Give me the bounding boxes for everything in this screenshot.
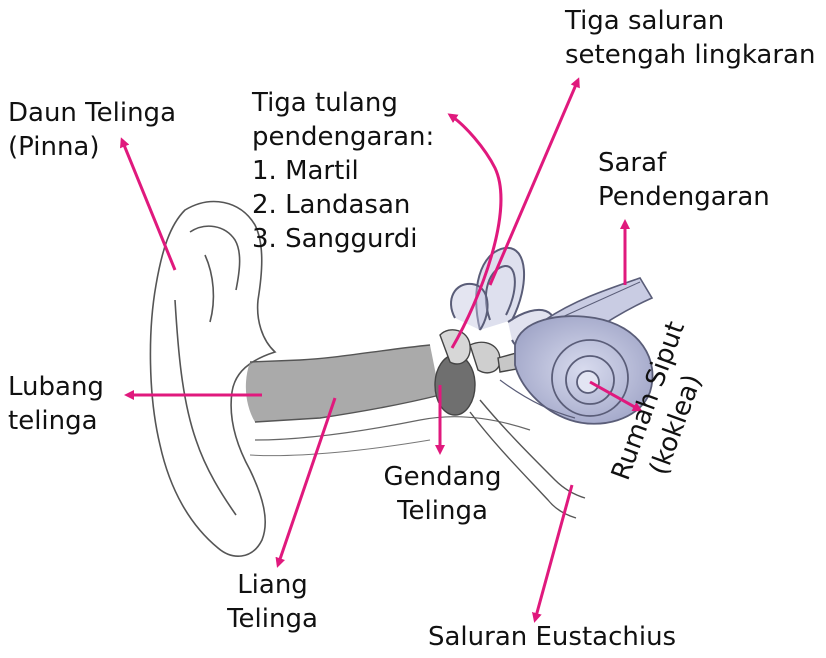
label-ossicles-line4: 2. Landasan: [252, 188, 434, 222]
label-ossicles-line3: 1. Martil: [252, 154, 434, 188]
label-eardrum-line1: Gendang: [375, 460, 510, 494]
label-pinna: Daun Telinga (Pinna): [8, 96, 176, 164]
arrow-canals: [490, 80, 578, 285]
arrow-ear-canal: [278, 398, 335, 565]
label-pinna-line2: (Pinna): [8, 130, 176, 164]
label-nerve-line2: Pendengaran: [598, 180, 770, 214]
label-ear-canal: Liang Telinga: [215, 568, 330, 636]
label-ear-opening-line1: Lubang: [8, 370, 104, 404]
label-ear-canal-line1: Liang: [215, 568, 330, 602]
label-canals-line2: setengah lingkaran: [565, 38, 815, 72]
label-nerve-line1: Saraf: [598, 146, 770, 180]
label-ossicles-line2: pendengaran:: [252, 120, 434, 154]
label-ear-opening-line2: telinga: [8, 404, 104, 438]
label-canals-line1: Tiga saluran: [565, 4, 815, 38]
label-eustachian: Saluran Eustachius: [428, 620, 676, 654]
label-ossicles-line1: Tiga tulang: [252, 86, 434, 120]
label-eustachian-line1: Saluran Eustachius: [428, 620, 676, 654]
label-ossicles-line5: 3. Sanggurdi: [252, 222, 434, 256]
eardrum-ossicles-shape: [435, 330, 522, 415]
label-eardrum: Gendang Telinga: [375, 460, 510, 528]
label-eardrum-line2: Telinga: [375, 494, 510, 528]
label-pinna-line1: Daun Telinga: [8, 96, 176, 130]
label-nerve: Saraf Pendengaran: [598, 146, 770, 214]
label-ear-opening: Lubang telinga: [8, 370, 104, 438]
label-ear-canal-line2: Telinga: [215, 602, 330, 636]
label-ossicles: Tiga tulang pendengaran: 1. Martil 2. La…: [252, 86, 434, 256]
label-canals: Tiga saluran setengah lingkaran: [565, 4, 815, 72]
